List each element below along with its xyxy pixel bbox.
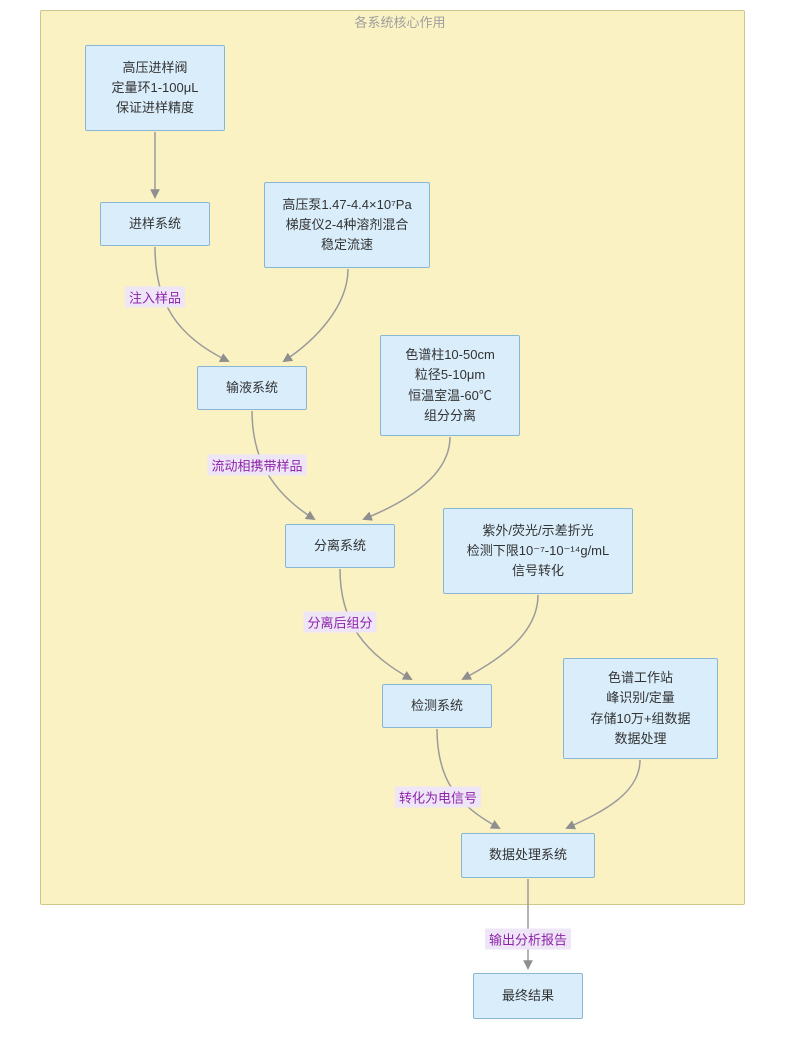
edge-separation-to-detection bbox=[339, 568, 413, 680]
node-injector-valve: 高压进样阀 定量环1-100μL 保证进样精度 bbox=[85, 45, 225, 131]
edge-label-mobile-phase: 流动相携带样品 bbox=[207, 454, 307, 476]
edge-pump-to-delivery bbox=[282, 268, 349, 363]
edge-label-separated-fractions: 分离后组分 bbox=[303, 611, 377, 633]
node-detection-system: 检测系统 bbox=[382, 684, 492, 728]
edge-detector-to-detection bbox=[461, 594, 539, 680]
edge-label-analysis-report: 输出分析报告 bbox=[484, 928, 572, 950]
node-pump: 高压泵1.47-4.4×10⁷Pa 梯度仪2-4种溶剂混合 稳定流速 bbox=[264, 182, 430, 268]
edge-label-inject-sample: 注入样品 bbox=[124, 286, 186, 308]
node-column: 色谱柱10-50cm 粒径5-10μm 恒温室温-60℃ 组分分离 bbox=[380, 335, 520, 436]
edge-delivery-to-separation bbox=[251, 410, 316, 521]
edge-label-electrical-signal: 转化为电信号 bbox=[394, 786, 482, 808]
edge-column-to-separation bbox=[362, 436, 451, 521]
node-data-system: 数据处理系统 bbox=[461, 833, 595, 878]
edge-sampling-to-delivery bbox=[154, 246, 230, 363]
node-delivery-system: 输液系统 bbox=[197, 366, 307, 410]
subgraph-title: 各系统核心作用 bbox=[354, 15, 446, 30]
edge-workstation-to-data bbox=[565, 759, 641, 830]
node-final-result: 最终结果 bbox=[473, 973, 583, 1019]
node-detector: 紫外/荧光/示差折光 检测下限10⁻⁷-10⁻¹⁴g/mL 信号转化 bbox=[443, 508, 633, 594]
node-sampling-system: 进样系统 bbox=[100, 202, 210, 246]
edge-detection-to-data bbox=[436, 728, 501, 829]
node-separation-system: 分离系统 bbox=[285, 524, 395, 568]
node-workstation: 色谱工作站 峰识别/定量 存储10万+组数据 数据处理 bbox=[563, 658, 718, 759]
